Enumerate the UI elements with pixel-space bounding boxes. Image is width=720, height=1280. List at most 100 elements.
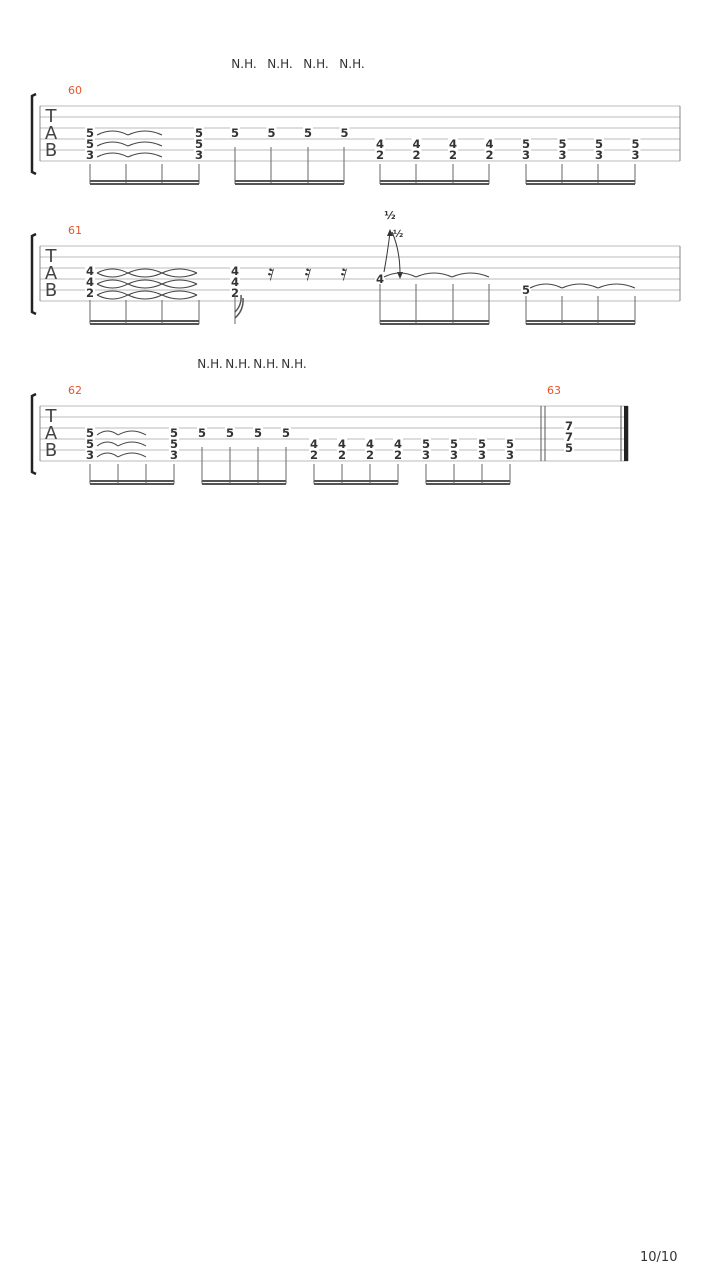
fret-bg: [339, 127, 350, 138]
fret-number: 5: [558, 137, 566, 151]
tie-arc: [127, 141, 163, 147]
fret-number: 4: [86, 275, 94, 289]
fret-number: 2: [449, 148, 457, 162]
fret-bg: [564, 442, 574, 453]
beam: [380, 180, 489, 182]
fret-number: 3: [86, 448, 94, 462]
fret-bg: [505, 438, 515, 449]
fret-number: 4: [310, 437, 318, 451]
fret-bg: [521, 149, 531, 160]
fret-bg: [521, 284, 531, 295]
tie-arc: [96, 130, 129, 136]
fret-bg: [375, 273, 385, 284]
fret-bg: [594, 138, 604, 149]
tie-arc: [127, 130, 163, 136]
fret-bg: [365, 449, 375, 460]
fret-bg: [303, 127, 313, 138]
beam: [235, 180, 344, 182]
fret-bg: [630, 138, 641, 149]
tie-arc: [161, 290, 198, 296]
fret-number: 5: [282, 426, 290, 440]
fret-bg: [393, 449, 403, 460]
bend-arrow: [383, 231, 391, 273]
beam: [202, 480, 286, 482]
beam: [90, 323, 199, 325]
fret-number: 3: [86, 148, 94, 162]
fret-number: 5: [170, 437, 178, 451]
tie-arc: [96, 441, 119, 447]
fret-number: 3: [506, 448, 514, 462]
fret-number: 3: [478, 448, 486, 462]
fret-bg: [85, 149, 95, 160]
fret-bg: [564, 431, 574, 442]
beam: [314, 483, 398, 485]
tremolo-slash: [234, 294, 244, 319]
tab-clef-letter: A: [45, 263, 58, 284]
fret-bg: [449, 438, 459, 449]
harmonic-label: N.H.: [267, 57, 292, 71]
beam: [90, 483, 174, 485]
fret-bg: [411, 138, 422, 149]
system-bracket: [30, 232, 37, 316]
tie-arc: [161, 268, 198, 274]
fret-bg: [225, 427, 235, 438]
fret-number: 5: [86, 126, 94, 140]
fret-bg: [477, 449, 487, 460]
fret-bg: [169, 427, 179, 438]
fret-bg: [194, 149, 204, 160]
fret-bg: [85, 127, 95, 138]
sixteenth-rest: 𝄿: [305, 261, 312, 286]
fret-number: 2: [366, 448, 374, 462]
fret-bg: [375, 138, 385, 149]
fret-number: 5: [522, 283, 530, 297]
fret-bg: [85, 276, 95, 287]
tie-arc: [529, 283, 563, 289]
tie-arc: [383, 272, 417, 278]
fret-bg: [281, 427, 291, 438]
fret-number: 2: [310, 448, 318, 462]
harmonic-label: N.H.: [303, 57, 328, 71]
fret-bg: [85, 438, 95, 449]
tie-arc: [561, 283, 599, 289]
beam: [526, 183, 635, 185]
fret-number: 5: [631, 137, 639, 151]
harmonic-label: N.H.: [225, 357, 250, 371]
tab-clef-letter: A: [45, 423, 58, 444]
fret-number: 2: [231, 286, 239, 300]
fret-number: 4: [231, 275, 239, 289]
fret-number: 5: [86, 137, 94, 151]
fret-bg: [484, 138, 495, 149]
beam: [526, 180, 635, 182]
fret-bg: [594, 149, 604, 160]
fret-number: 4: [338, 437, 346, 451]
harmonic-label: N.H.: [281, 357, 306, 371]
bend-arrowhead: [387, 229, 393, 236]
tie-arc: [96, 430, 119, 436]
tie-arc: [127, 152, 163, 158]
page-number: 10/10: [640, 1250, 678, 1265]
fret-bg: [194, 138, 204, 149]
fret-number: 5: [450, 437, 458, 451]
fret-number: 3: [450, 448, 458, 462]
release-arrow: [391, 231, 401, 275]
tie-arc: [117, 452, 147, 458]
tie-arc: [451, 272, 490, 278]
tie-arc: [96, 452, 119, 458]
tie-arc: [96, 294, 129, 300]
beam: [90, 180, 199, 182]
tab-clef-letter: T: [45, 406, 58, 427]
fret-number: 2: [376, 148, 384, 162]
fret-bg: [309, 449, 319, 460]
fret-bg: [337, 449, 347, 460]
fret-bg: [484, 149, 495, 160]
beam: [314, 480, 398, 482]
tie-arc: [117, 430, 147, 436]
measure-number: 61: [68, 224, 82, 237]
fret-bg: [197, 427, 207, 438]
fret-number: 5: [478, 437, 486, 451]
beam: [202, 483, 286, 485]
tab-clef-letter: B: [45, 140, 57, 161]
fret-number: 4: [394, 437, 402, 451]
